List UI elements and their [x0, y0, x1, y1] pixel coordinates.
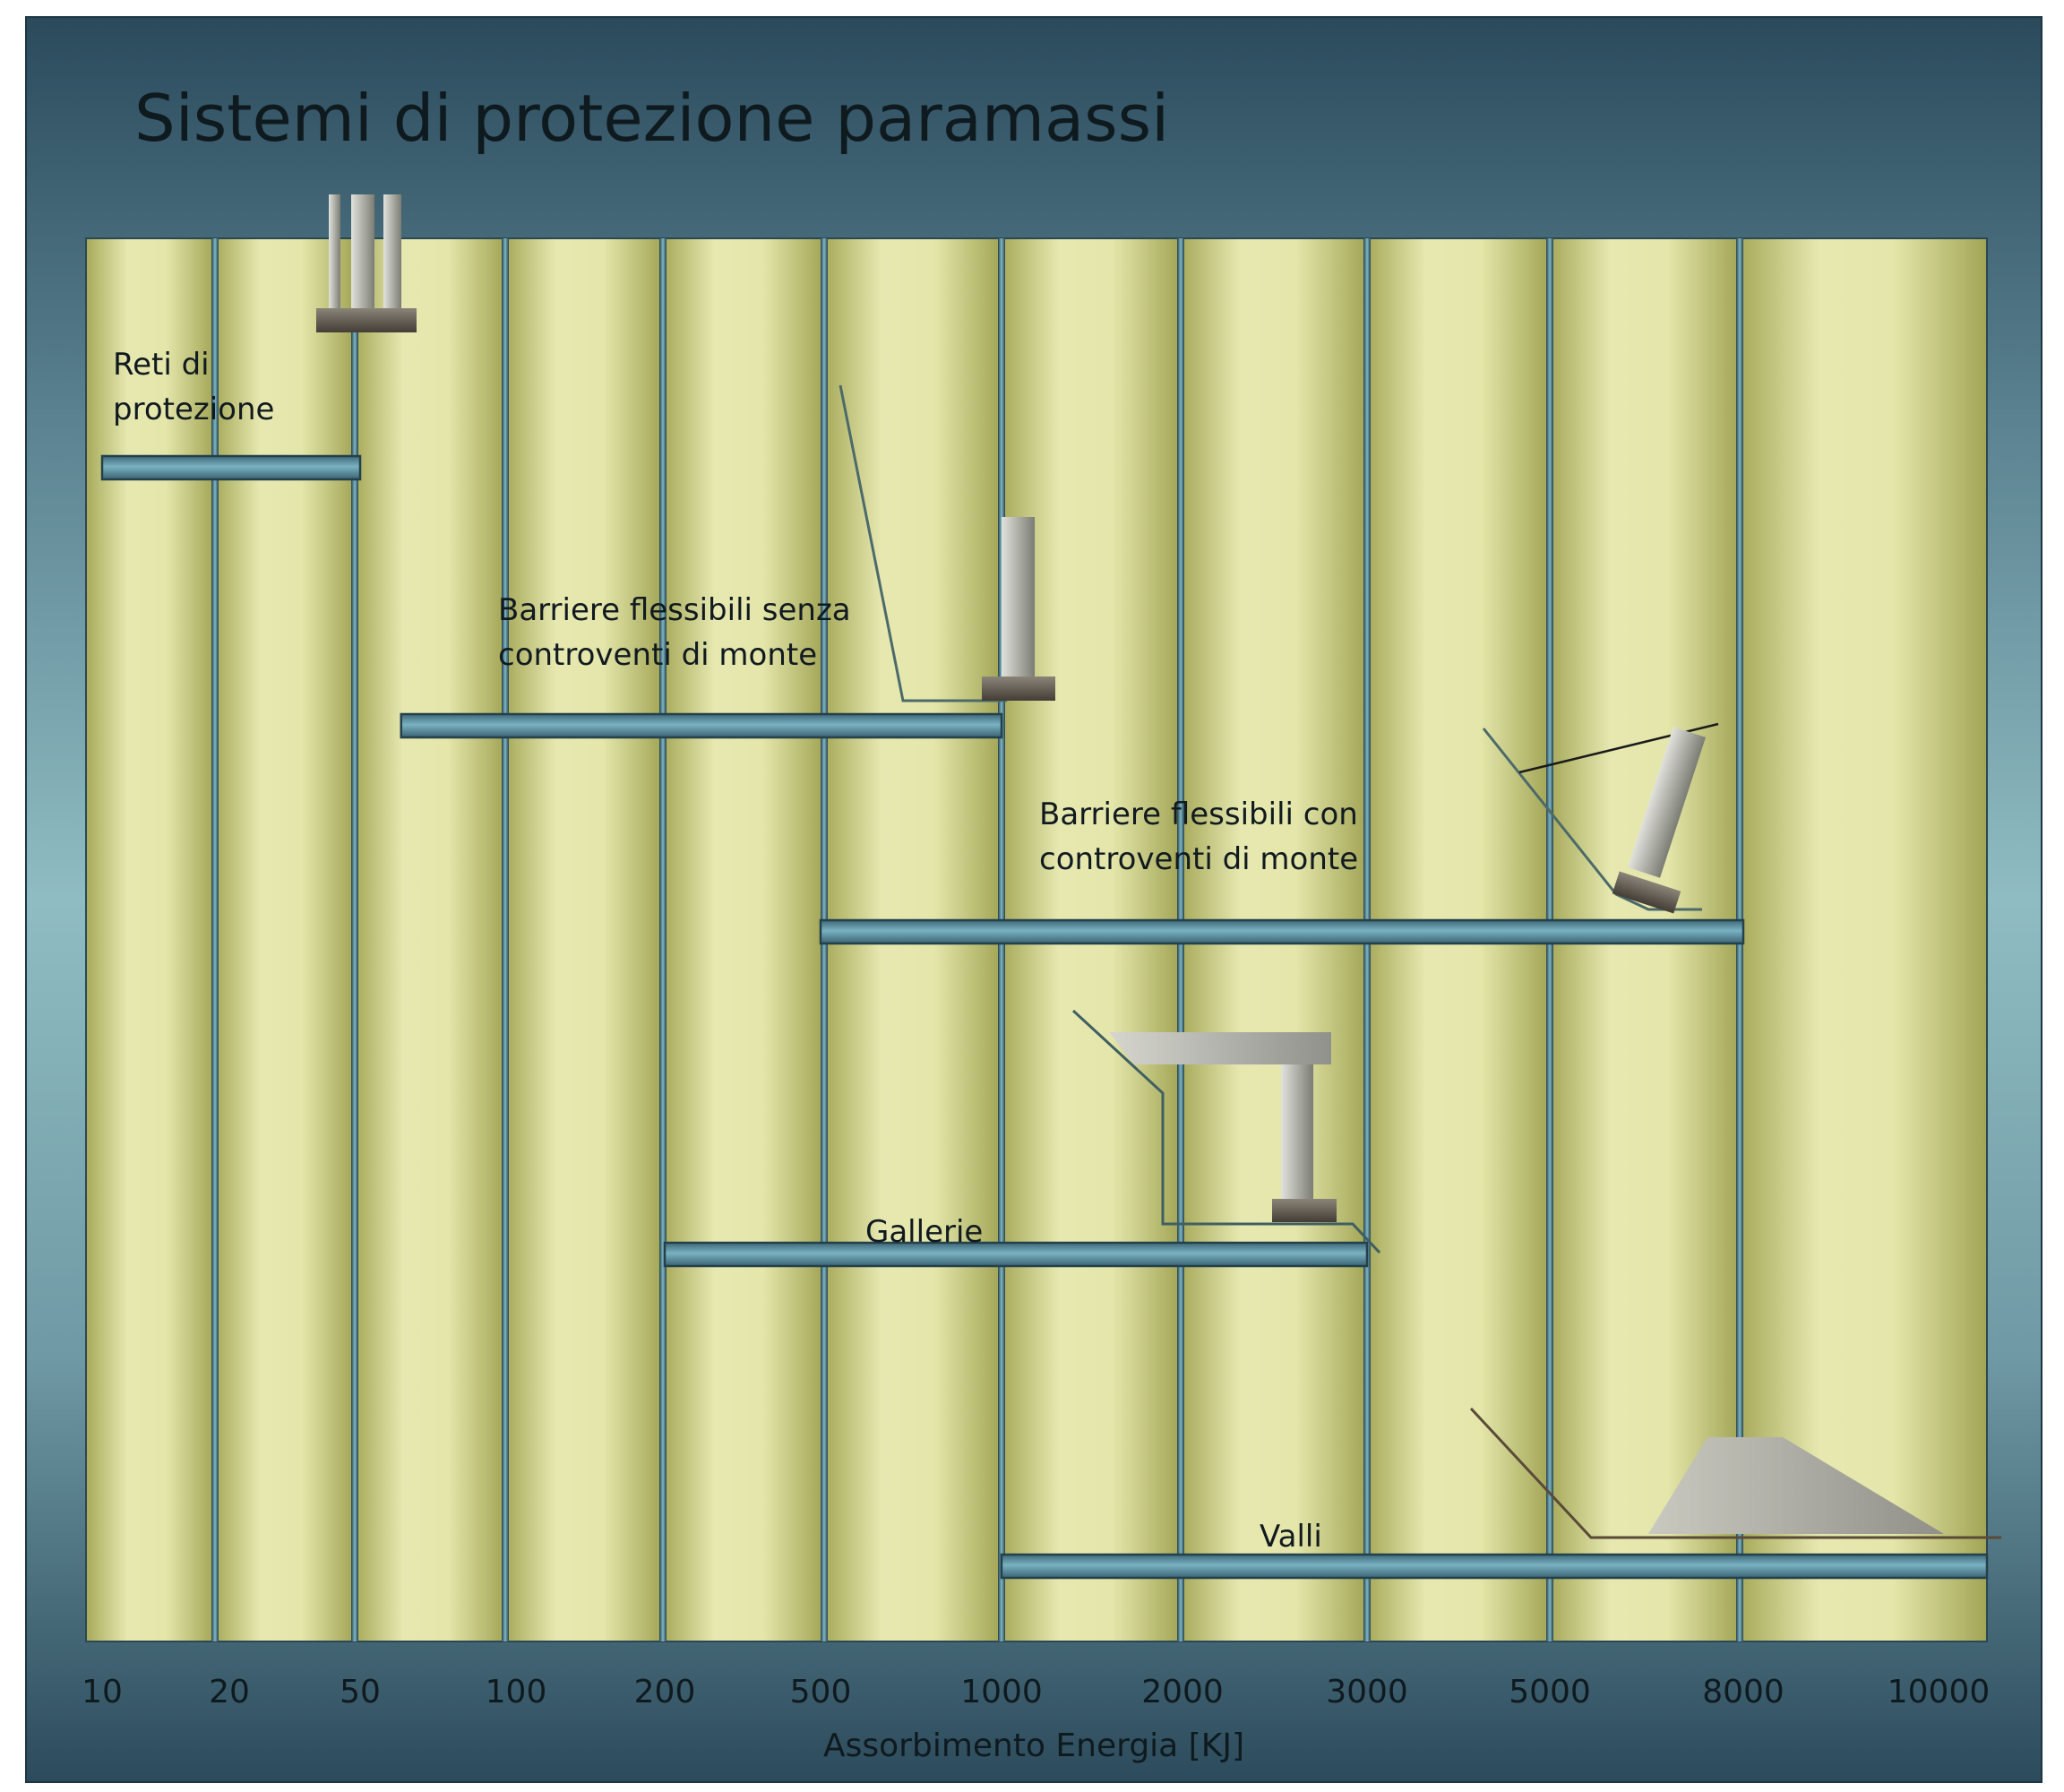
embankment-illustration: [1469, 1407, 2001, 1539]
x-tick-label: 50: [340, 1674, 381, 1710]
gridline: [659, 238, 666, 1641]
x-tick-label: 500: [790, 1674, 852, 1710]
series-label: controventi di monte: [498, 637, 817, 673]
grid-column: [86, 238, 215, 1641]
range-bar: [1000, 1553, 1989, 1580]
grid-column: [215, 238, 355, 1641]
x-axis-label: Assorbimento Energia [KJ]: [823, 1727, 1244, 1764]
grid-column: [663, 238, 824, 1641]
range-bar: [400, 712, 1003, 739]
x-tick-label: 10000: [1888, 1674, 1991, 1710]
x-tick-label: 8000: [1702, 1674, 1784, 1710]
x-tick-label: 10: [82, 1674, 123, 1710]
barrier-with-bracing-illustration: [1482, 722, 1719, 914]
x-tick-label: 5000: [1509, 1674, 1591, 1710]
series-label: controventi di monte: [1039, 841, 1358, 877]
chart-frame: Sistemi di protezione paramassi: [25, 16, 2042, 1783]
grid-column: [505, 238, 663, 1641]
x-tick-label: 1000: [960, 1674, 1043, 1710]
range-bar: [663, 1241, 1369, 1268]
gridline: [502, 238, 509, 1641]
net-posts-illustration: [316, 194, 417, 332]
gridline: [211, 238, 219, 1641]
grid-column: [1740, 238, 1987, 1641]
range-bar: [100, 454, 362, 481]
x-tick-label: 3000: [1326, 1674, 1408, 1710]
gridline: [351, 238, 358, 1641]
series-label: Valli: [1260, 1519, 1322, 1555]
x-tick-label: 100: [486, 1674, 547, 1710]
series-label: Reti di: [113, 347, 210, 383]
x-tick-label: 20: [209, 1674, 250, 1710]
grid-column: [355, 238, 505, 1641]
gallery-illustration: [1071, 1009, 1381, 1254]
system-illustrations: [316, 194, 2001, 1539]
x-tick-label: 2000: [1141, 1674, 1224, 1710]
x-tick-label: 200: [634, 1674, 696, 1710]
range-bar: [819, 918, 1745, 945]
series-label: Gallerie: [865, 1214, 983, 1250]
series-label: Barriere flessibili con: [1039, 797, 1358, 832]
barrier-without-bracing-illustration: [838, 384, 1055, 702]
chart-title: Sistemi di protezione paramassi: [134, 81, 1170, 156]
series-label: protezione: [113, 392, 274, 427]
series-label: Barriere flessibili senza: [498, 592, 851, 628]
